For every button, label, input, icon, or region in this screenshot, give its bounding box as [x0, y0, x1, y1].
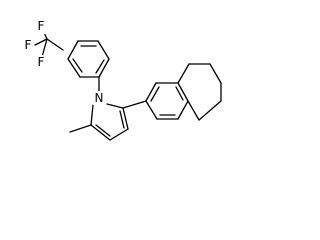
saturated-bond [198, 100, 222, 121]
bond-cf3-to-ring [46, 38, 64, 51]
pyrrole-bond [109, 128, 129, 141]
aromatic-bond [177, 100, 189, 120]
pyrrole-bond [106, 103, 124, 109]
aromatic-bond [145, 82, 157, 102]
bond-c-f-left [34, 38, 48, 46]
fluorine-top-label: F [38, 19, 45, 33]
chemical-structure-diagram: F F F N [22, 19, 222, 141]
phenyl-double-bond [95, 59, 105, 74]
bond-methyl [69, 124, 92, 133]
aromatic-double-bond [150, 86, 160, 102]
label-background [36, 20, 47, 34]
aromatic-double-bond [175, 86, 184, 101]
bond-c-f-bottom [41, 38, 48, 58]
pyrrole-bond [90, 104, 94, 126]
phenyl-bond [67, 58, 81, 78]
nitrogen-label: N [95, 91, 104, 105]
tetralin-saturated-ring [177, 63, 222, 121]
saturated-bond [187, 100, 200, 121]
atom-labels: F F F N [22, 19, 106, 105]
pyrrole-ring [90, 103, 129, 141]
bond-pyrrole-to-tetralin [122, 100, 147, 109]
pyrrole-bond [122, 107, 129, 130]
phenyl-bond [98, 58, 110, 78]
pyrrole-bond [90, 124, 111, 141]
fluorine-left-label: F [25, 38, 32, 52]
pyrrole-double-bond [119, 110, 125, 129]
label-background [22, 38, 33, 52]
phenyl-ring [67, 40, 110, 78]
aromatic-bond [177, 82, 189, 102]
saturated-bond [177, 63, 190, 84]
fluorine-bottom-label: F [38, 55, 45, 69]
phenyl-double-bond [72, 58, 83, 73]
phenyl-bond [97, 40, 110, 60]
saturated-bond [209, 63, 222, 84]
pyrrole-double-bond [95, 124, 111, 137]
aromatic-bond [145, 100, 158, 120]
label-background [35, 55, 46, 69]
label-background [93, 91, 106, 105]
tetralin-aromatic-ring [145, 82, 189, 120]
phenyl-bond [67, 40, 79, 60]
